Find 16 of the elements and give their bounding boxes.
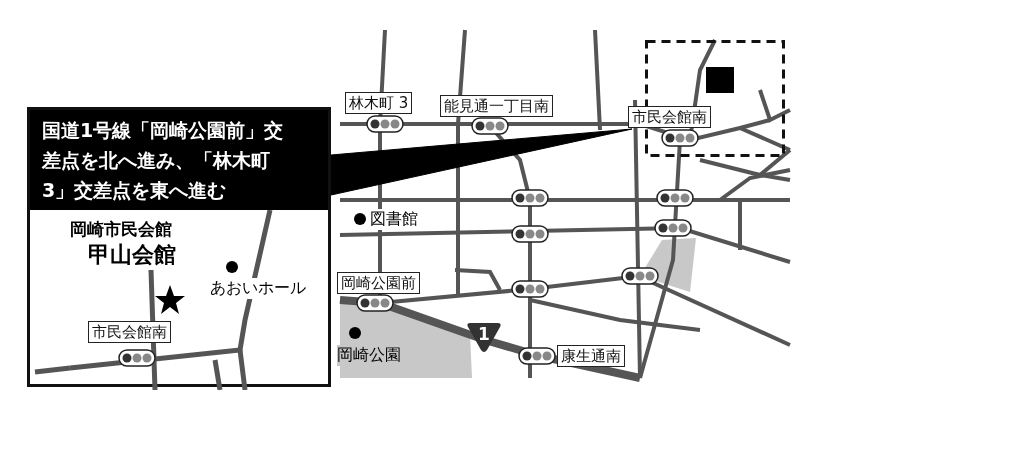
- place-name: 岡崎公園: [337, 345, 401, 366]
- place-name: 図書館: [370, 209, 418, 230]
- inset-map-panel: [27, 107, 331, 387]
- callout-wedge: [330, 128, 633, 196]
- route-number-sign: [466, 321, 502, 353]
- intersection-name: 市民会館南: [88, 321, 171, 343]
- route-number: 1: [477, 324, 491, 344]
- intersection-name: 林木町 3: [345, 92, 413, 114]
- intersection-name: 市民会館南: [628, 106, 711, 128]
- venue-name: 岡崎市民会館: [70, 218, 172, 241]
- callout-banner: 国道1号線「岡崎公園前」交差点を北へ進み、「林木町3」交差点を東へ進む: [30, 110, 328, 210]
- venue-name: 甲山会館: [88, 240, 176, 270]
- place-name: あおいホール: [210, 278, 306, 299]
- intersection-name: 能見通一丁目南: [440, 95, 553, 117]
- intersection-name: 岡崎公園前: [337, 272, 420, 294]
- intersection-name: 康生通南: [557, 345, 625, 367]
